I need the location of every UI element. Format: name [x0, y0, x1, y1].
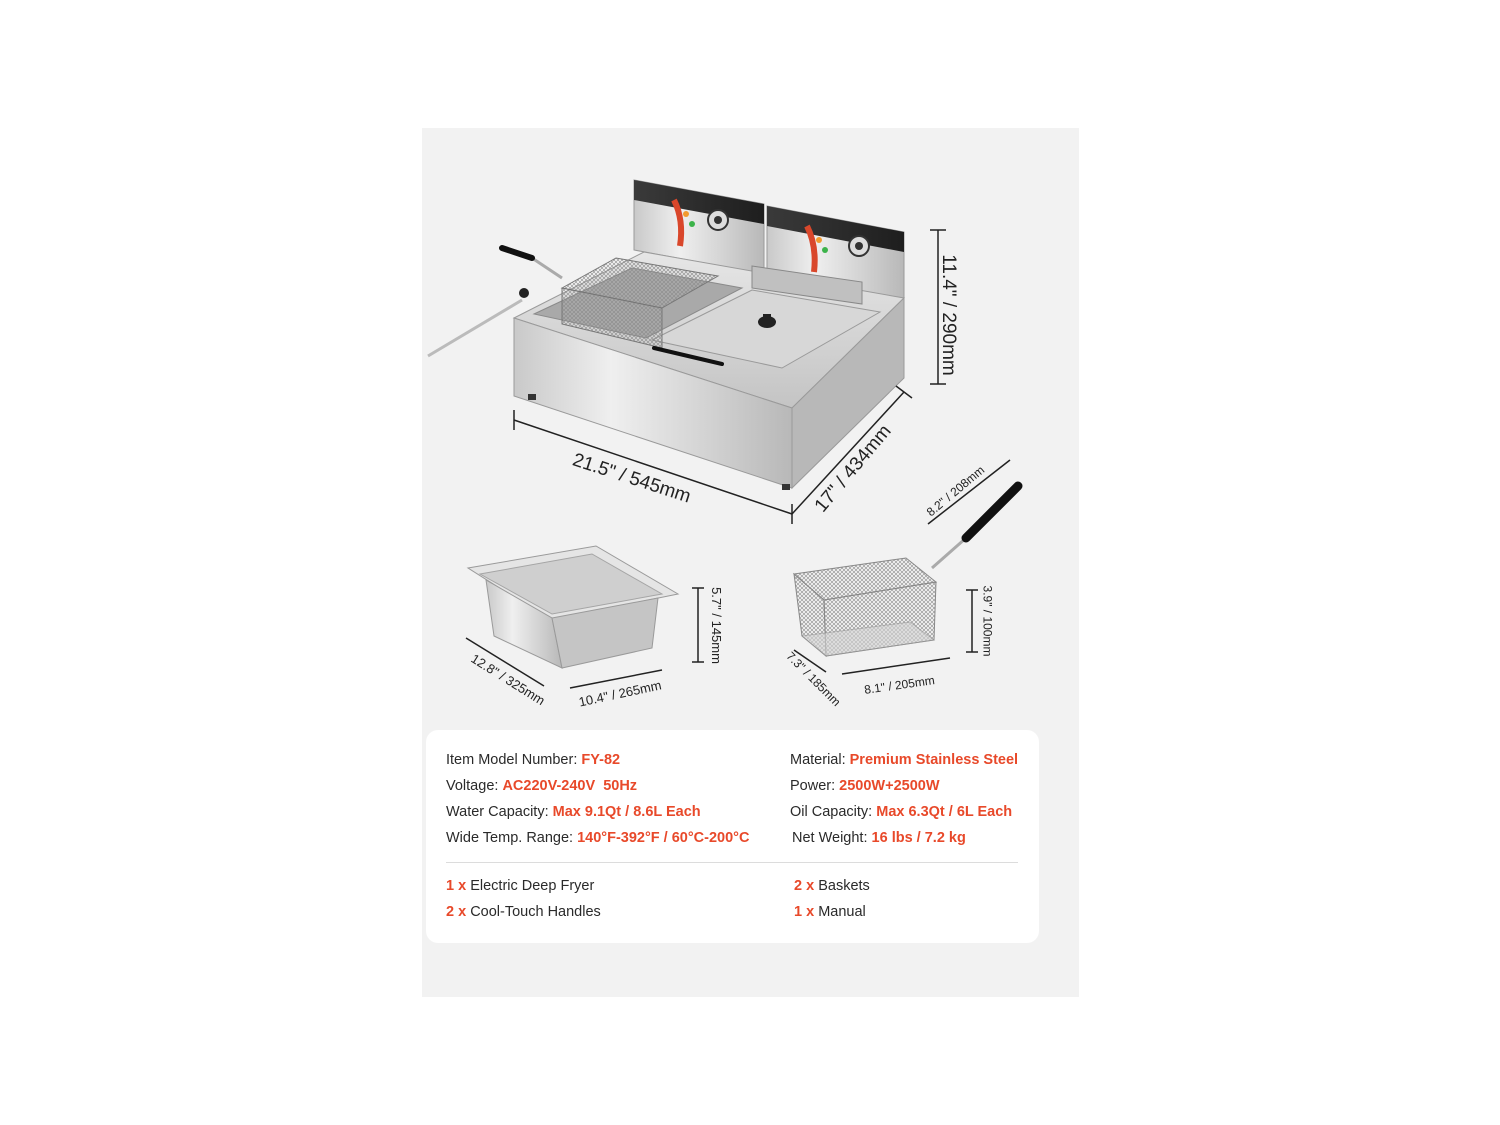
spec-voltage-label: Voltage: — [446, 778, 499, 794]
product-illustration — [427, 179, 1023, 689]
spec-voltage-value: AC220V-240V 50Hz — [502, 778, 638, 794]
package-item: 2 x Baskets — [794, 878, 870, 894]
spec-weight-value: 16 lbs / 7.2 kg — [871, 830, 966, 846]
fryer-dimension-lines — [513, 229, 946, 524]
pan-image — [466, 545, 680, 669]
pan-height-label: 5.7" / 145mm — [708, 587, 724, 664]
deep-fryer-image — [427, 179, 906, 490]
package-item-qty: 1 x — [446, 878, 467, 894]
spec-model: Item Model Number: FY-82 — [446, 752, 620, 768]
package-item-name: Electric Deep Fryer — [470, 878, 595, 894]
spec-water-label: Water Capacity: — [446, 804, 549, 820]
spec-material-value: Premium Stainless Steel — [849, 752, 1019, 768]
spec-divider — [446, 862, 1018, 863]
spec-model-label: Item Model Number: — [446, 752, 578, 768]
spec-oil: Oil Capacity: Max 6.3Qt / 6L Each — [790, 804, 1012, 820]
spec-weight-label: Net Weight: — [792, 830, 868, 846]
spec-material: Material: Premium Stainless Steel — [790, 752, 1018, 768]
package-item-name: Baskets — [818, 878, 870, 894]
spec-voltage: Voltage: AC220V-240V 50Hz — [446, 778, 637, 794]
basket-dimension-lines — [793, 459, 1011, 675]
spec-power: Power: 2500W+2500W — [790, 778, 940, 794]
spec-temp: Wide Temp. Range: 140°F-392°F / 60°C-200… — [446, 830, 749, 846]
spec-weight: Net Weight: 16 lbs / 7.2 kg — [792, 830, 966, 846]
spec-temp-label: Wide Temp. Range: — [446, 830, 574, 846]
basket-image — [792, 481, 1023, 658]
spec-model-value: FY-82 — [581, 752, 621, 768]
package-item: 1 x Electric Deep Fryer — [446, 878, 594, 894]
package-item-name: Cool-Touch Handles — [470, 904, 601, 920]
spec-temp-value: 140°F-392°F / 60°C-200°C — [577, 830, 750, 846]
fryer-height-label: 11.4" / 290mm — [937, 254, 959, 376]
package-item: 2 x Cool-Touch Handles — [446, 904, 601, 920]
spec-card: Item Model Number: FY-82 Voltage: AC220V… — [426, 730, 1039, 943]
package-item-qty: 2 x — [794, 878, 815, 894]
package-item-qty: 1 x — [794, 904, 815, 920]
spec-power-label: Power: — [790, 778, 836, 794]
pan-dimension-lines — [465, 587, 704, 689]
spec-oil-value: Max 6.3Qt / 6L Each — [876, 804, 1013, 820]
spec-oil-label: Oil Capacity: — [790, 804, 873, 820]
package-item-name: Manual — [818, 904, 866, 920]
package-item-qty: 2 x — [446, 904, 467, 920]
spec-power-value: 2500W+2500W — [839, 778, 940, 794]
spec-material-label: Material: — [790, 752, 846, 768]
basket-height-label: 3.9" / 100mm — [980, 585, 995, 657]
spec-water: Water Capacity: Max 9.1Qt / 8.6L Each — [446, 804, 701, 820]
package-item: 1 x Manual — [794, 904, 866, 920]
spec-water-value: Max 9.1Qt / 8.6L Each — [552, 804, 701, 820]
